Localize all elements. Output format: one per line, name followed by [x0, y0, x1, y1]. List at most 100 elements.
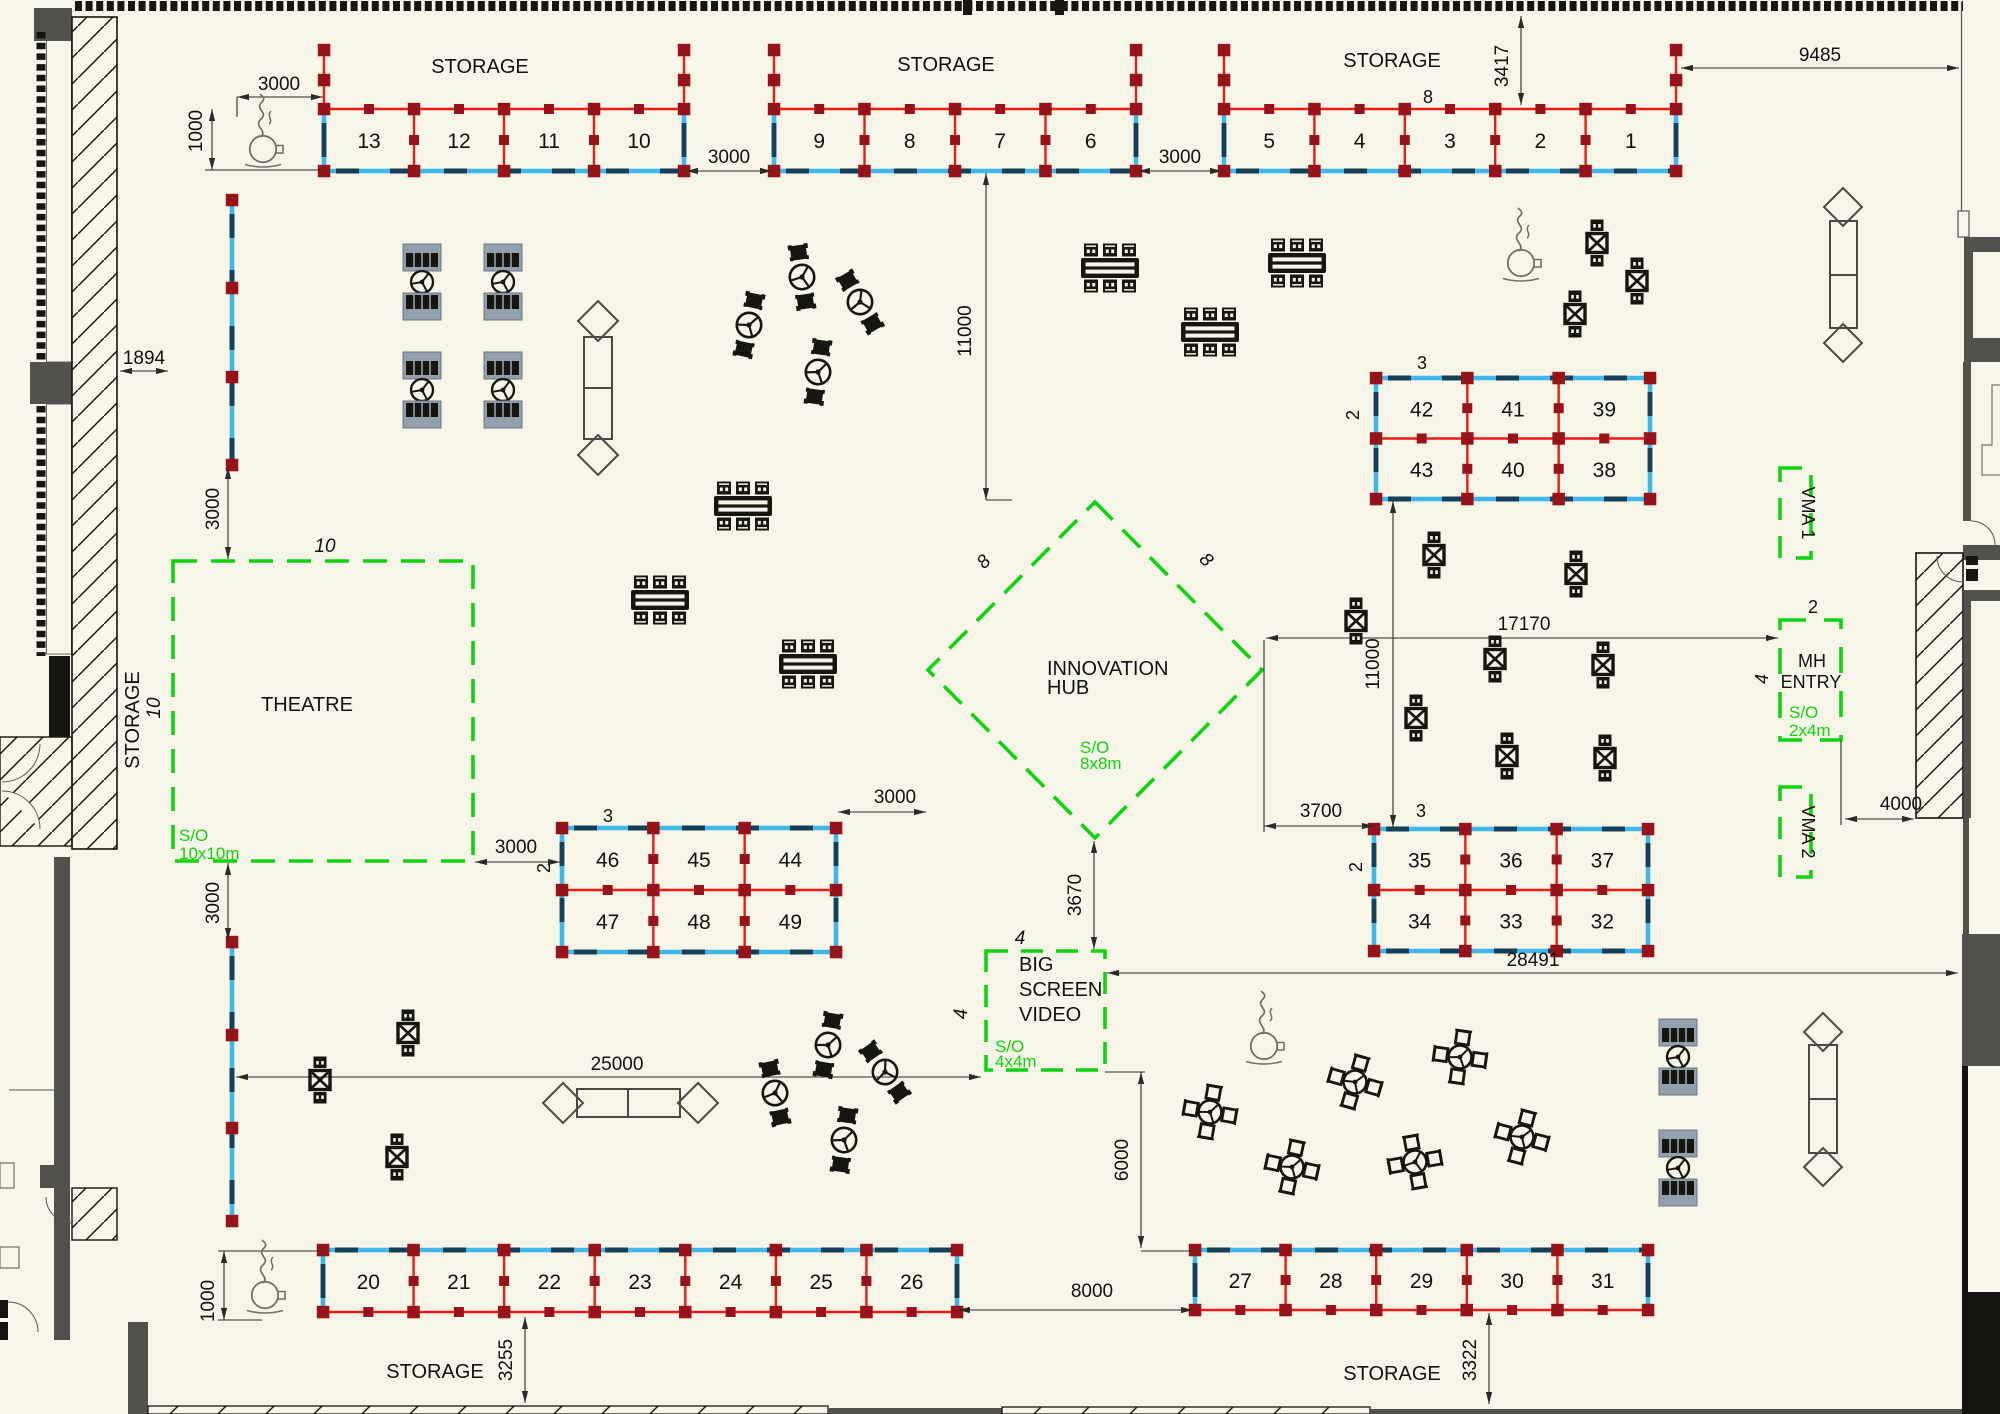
svg-text:33: 33 [1499, 911, 1522, 934]
svg-text:36: 36 [1499, 850, 1522, 873]
svg-text:2: 2 [1343, 410, 1363, 420]
svg-text:11: 11 [538, 130, 560, 153]
svg-text:MH: MH [1798, 651, 1826, 671]
svg-text:38: 38 [1593, 459, 1616, 482]
svg-text:4: 4 [1354, 130, 1366, 153]
svg-text:4x4m: 4x4m [995, 1052, 1037, 1071]
svg-text:3417: 3417 [1492, 45, 1513, 87]
svg-text:3: 3 [603, 806, 613, 826]
svg-text:STORAGE: STORAGE [431, 56, 528, 78]
svg-text:22: 22 [538, 1271, 561, 1294]
svg-text:3700: 3700 [1300, 801, 1342, 822]
svg-text:2: 2 [1535, 130, 1547, 153]
svg-text:STORAGE: STORAGE [386, 1361, 483, 1383]
svg-text:46: 46 [596, 849, 619, 872]
svg-text:10: 10 [314, 536, 336, 557]
svg-text:40: 40 [1501, 459, 1524, 482]
svg-text:10: 10 [144, 697, 165, 719]
svg-text:3670: 3670 [1065, 874, 1086, 916]
svg-text:32: 32 [1591, 911, 1614, 934]
svg-text:4000: 4000 [1880, 794, 1922, 815]
svg-text:2x4m: 2x4m [1789, 721, 1831, 740]
svg-text:4: 4 [951, 1009, 972, 1020]
svg-text:1: 1 [1625, 130, 1637, 153]
svg-text:9485: 9485 [1799, 45, 1841, 66]
svg-text:1894: 1894 [123, 348, 166, 369]
svg-text:THEATRE: THEATRE [261, 694, 353, 716]
svg-text:37: 37 [1591, 850, 1614, 873]
svg-text:2: 2 [1808, 597, 1818, 617]
svg-text:S/O: S/O [1080, 738, 1109, 757]
svg-text:12: 12 [447, 130, 470, 153]
svg-text:3000: 3000 [203, 488, 224, 530]
svg-text:11000: 11000 [1363, 638, 1384, 689]
svg-text:2: 2 [534, 863, 554, 873]
svg-text:3322: 3322 [1460, 1339, 1481, 1381]
svg-text:13: 13 [357, 130, 380, 153]
svg-text:27: 27 [1229, 1270, 1252, 1293]
svg-text:10x10m: 10x10m [179, 844, 239, 863]
svg-text:28: 28 [1319, 1270, 1342, 1293]
svg-text:42: 42 [1410, 398, 1433, 421]
svg-text:23: 23 [628, 1271, 651, 1294]
svg-text:6000: 6000 [1112, 1139, 1133, 1181]
svg-text:6: 6 [1085, 130, 1097, 153]
svg-text:34: 34 [1408, 911, 1432, 934]
svg-text:VMA 1: VMA 1 [1798, 486, 1818, 539]
svg-text:STORAGE: STORAGE [897, 54, 994, 76]
svg-text:STORAGE: STORAGE [1343, 1363, 1440, 1385]
svg-text:STORAGE: STORAGE [122, 671, 144, 768]
svg-text:INNOVATION: INNOVATION [1047, 658, 1168, 680]
svg-text:HUB: HUB [1047, 677, 1089, 699]
svg-text:30: 30 [1500, 1270, 1523, 1293]
svg-text:2: 2 [1346, 862, 1366, 872]
svg-text:3255: 3255 [496, 1339, 517, 1381]
svg-text:1000: 1000 [198, 1280, 219, 1322]
svg-text:STORAGE: STORAGE [1343, 50, 1440, 72]
svg-text:8000: 8000 [1071, 1281, 1113, 1302]
svg-text:VIDEO: VIDEO [1019, 1004, 1081, 1026]
svg-text:8: 8 [904, 130, 916, 153]
svg-text:1000: 1000 [186, 110, 207, 152]
svg-text:25: 25 [809, 1271, 832, 1294]
svg-text:3: 3 [1416, 801, 1426, 821]
svg-text:28491: 28491 [1507, 950, 1560, 971]
svg-text:31: 31 [1591, 1270, 1614, 1293]
svg-text:3000: 3000 [1159, 147, 1201, 168]
svg-text:3000: 3000 [708, 147, 750, 168]
svg-text:SCREEN: SCREEN [1019, 979, 1102, 1001]
svg-text:ENTRY: ENTRY [1781, 672, 1842, 692]
svg-text:5: 5 [1263, 130, 1275, 153]
svg-text:8x8m: 8x8m [1080, 754, 1122, 773]
svg-text:41: 41 [1501, 398, 1524, 421]
svg-text:24: 24 [719, 1271, 743, 1294]
svg-text:20: 20 [357, 1271, 380, 1294]
svg-text:45: 45 [687, 849, 710, 872]
svg-text:3000: 3000 [258, 74, 300, 95]
svg-text:7: 7 [994, 130, 1006, 153]
svg-text:48: 48 [687, 911, 710, 934]
svg-text:25000: 25000 [591, 1054, 644, 1075]
svg-text:26: 26 [900, 1271, 923, 1294]
svg-text:S/O: S/O [179, 826, 208, 845]
svg-text:BIG: BIG [1019, 954, 1053, 976]
svg-text:11000: 11000 [955, 305, 976, 356]
svg-text:VMA 2: VMA 2 [1798, 805, 1818, 858]
svg-text:29: 29 [1410, 1270, 1433, 1293]
svg-text:9: 9 [813, 130, 825, 153]
svg-text:3000: 3000 [495, 837, 537, 858]
svg-text:4: 4 [1015, 928, 1026, 949]
svg-text:47: 47 [596, 911, 619, 934]
svg-text:43: 43 [1410, 459, 1433, 482]
svg-text:49: 49 [779, 911, 802, 934]
svg-text:35: 35 [1408, 850, 1431, 873]
svg-text:44: 44 [779, 849, 803, 872]
svg-text:S/O: S/O [995, 1037, 1024, 1056]
svg-text:3000: 3000 [203, 882, 224, 924]
svg-text:21: 21 [447, 1271, 470, 1294]
svg-text:S/O: S/O [1789, 703, 1818, 722]
svg-text:10: 10 [627, 130, 650, 153]
svg-text:4: 4 [1752, 674, 1772, 684]
svg-text:8: 8 [1423, 87, 1433, 107]
svg-text:17170: 17170 [1498, 614, 1551, 635]
